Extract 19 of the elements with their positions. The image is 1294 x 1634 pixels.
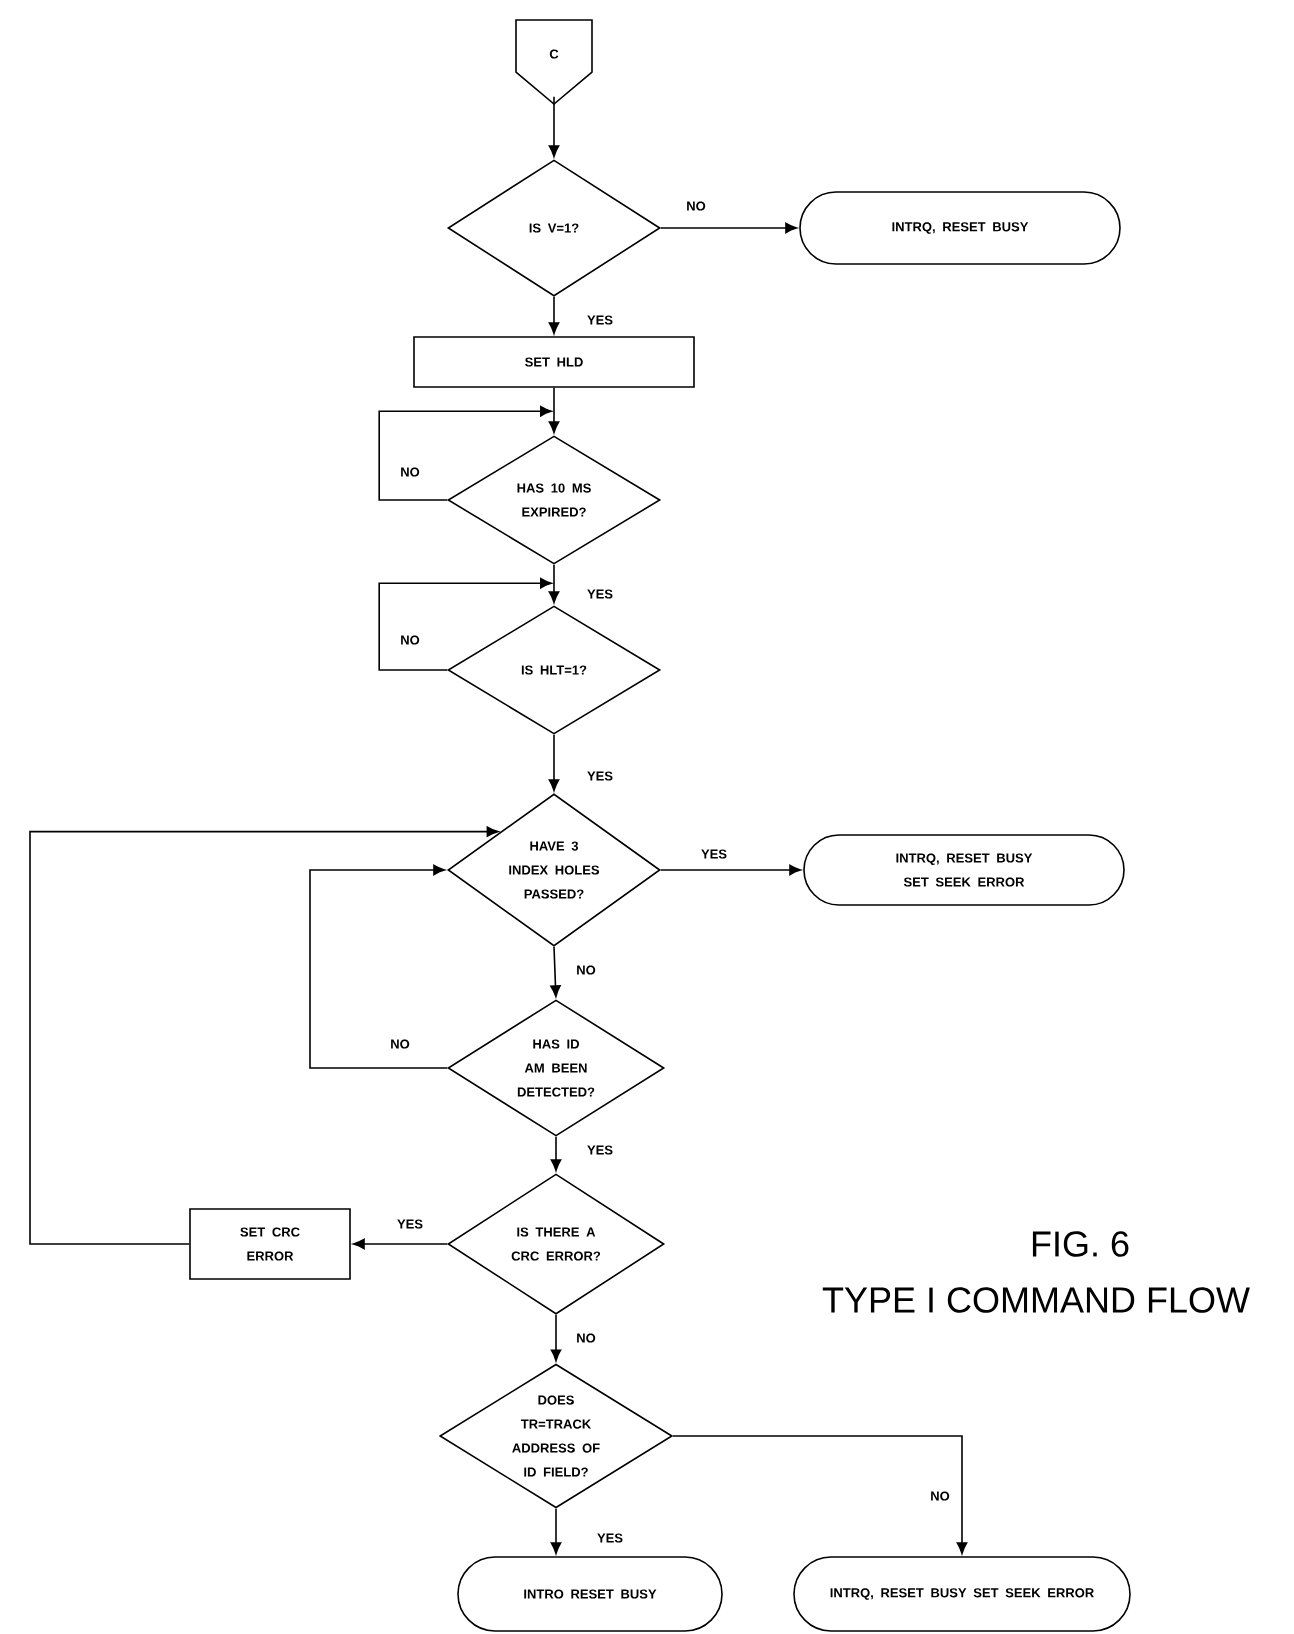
figure-title: FIG. 6 [1032, 1231, 1129, 1257]
arrow [548, 387, 560, 434]
arrow [550, 1507, 562, 1555]
arrow [548, 734, 560, 792]
arrow [550, 1136, 562, 1172]
figure-title: TYPE I COMMAND FLOW [822, 1287, 1250, 1313]
arrow [309, 864, 448, 1069]
arrow [378, 405, 552, 501]
arrow [550, 1314, 562, 1362]
arrow [672, 1435, 968, 1555]
arrow [548, 96, 560, 158]
arrow [550, 946, 561, 998]
arrow [660, 222, 798, 234]
arrow [548, 564, 560, 604]
arrow [660, 864, 802, 876]
arrow [352, 1238, 448, 1250]
arrow [29, 826, 499, 1245]
arrow [378, 577, 552, 671]
arrow [548, 296, 560, 335]
